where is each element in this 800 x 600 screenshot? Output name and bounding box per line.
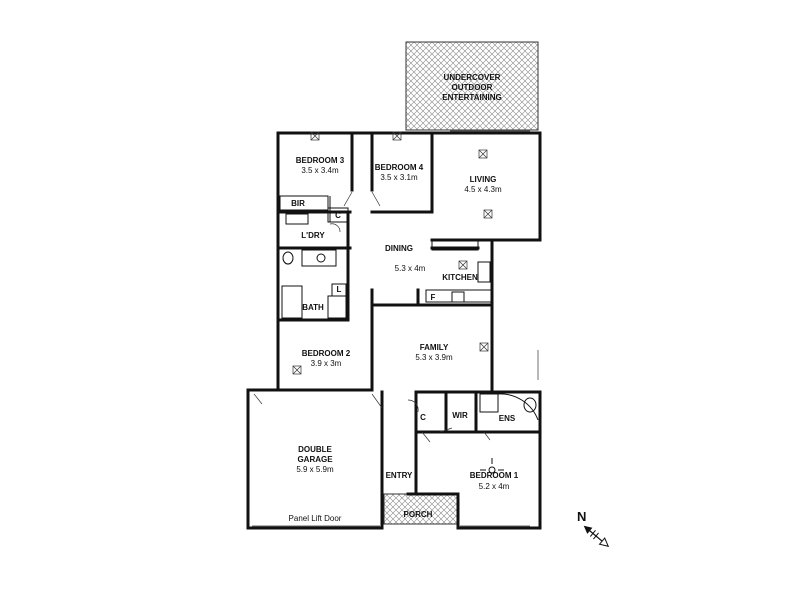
wir-label: WIR [452, 411, 468, 420]
garage-label-1: DOUBLE [298, 445, 332, 454]
outdoor-label-2: OUTDOOR [452, 83, 493, 92]
bedroom4-size: 3.5 x 3.1m [380, 173, 418, 182]
living-label: LIVING [470, 175, 497, 184]
north-arrow-icon [583, 525, 610, 548]
porch-area [383, 493, 459, 525]
bedroom2-label: BEDROOM 2 [302, 349, 351, 358]
bedroom3-label: BEDROOM 3 [296, 156, 345, 165]
entry-label: ENTRY [386, 471, 413, 480]
outdoor-label-1: UNDERCOVER [444, 73, 501, 82]
outdoor-label-3: ENTERTAINING [442, 93, 501, 102]
fixtures [252, 130, 539, 527]
family-size: 5.3 x 3.9m [415, 353, 453, 362]
family-label: FAMILY [420, 343, 449, 352]
porch-label: PORCH [404, 510, 433, 519]
linen-label: L [337, 285, 342, 294]
fridge-label: F [431, 293, 436, 302]
ensuite-label: ENS [499, 414, 516, 423]
closet-c2-label: C [420, 413, 426, 422]
garage-size: 5.9 x 5.9m [296, 465, 334, 474]
dining-size: 5.3 x 4m [395, 264, 426, 273]
laundry-label: L'DRY [301, 231, 325, 240]
living-size: 4.5 x 4.3m [464, 185, 502, 194]
bedroom4-label: BEDROOM 4 [375, 163, 424, 172]
bedroom2-size: 3.9 x 3m [311, 359, 342, 368]
interior-walls [246, 131, 542, 496]
bath-label: BATH [302, 303, 324, 312]
bedroom1-size: 5.2 x 4m [479, 482, 510, 491]
garage-door-label: Panel Lift Door [289, 514, 342, 523]
kitchen-label: KITCHEN [442, 273, 478, 282]
garage-label-2: GARAGE [297, 455, 333, 464]
dining-label: DINING [385, 244, 413, 253]
bedroom3-size: 3.5 x 3.4m [301, 166, 339, 175]
north-compass: N [577, 509, 610, 548]
light-fixtures [292, 131, 493, 375]
compass-north-label: N [577, 509, 586, 524]
bedroom1-label: BEDROOM 1 [470, 471, 519, 480]
outdoor-entertaining-area [405, 41, 539, 131]
bir-label: BIR [291, 199, 305, 208]
closet-c1-label: C [335, 211, 341, 220]
room-labels: UNDERCOVER OUTDOOR ENTERTAINING BEDROOM … [289, 73, 519, 523]
